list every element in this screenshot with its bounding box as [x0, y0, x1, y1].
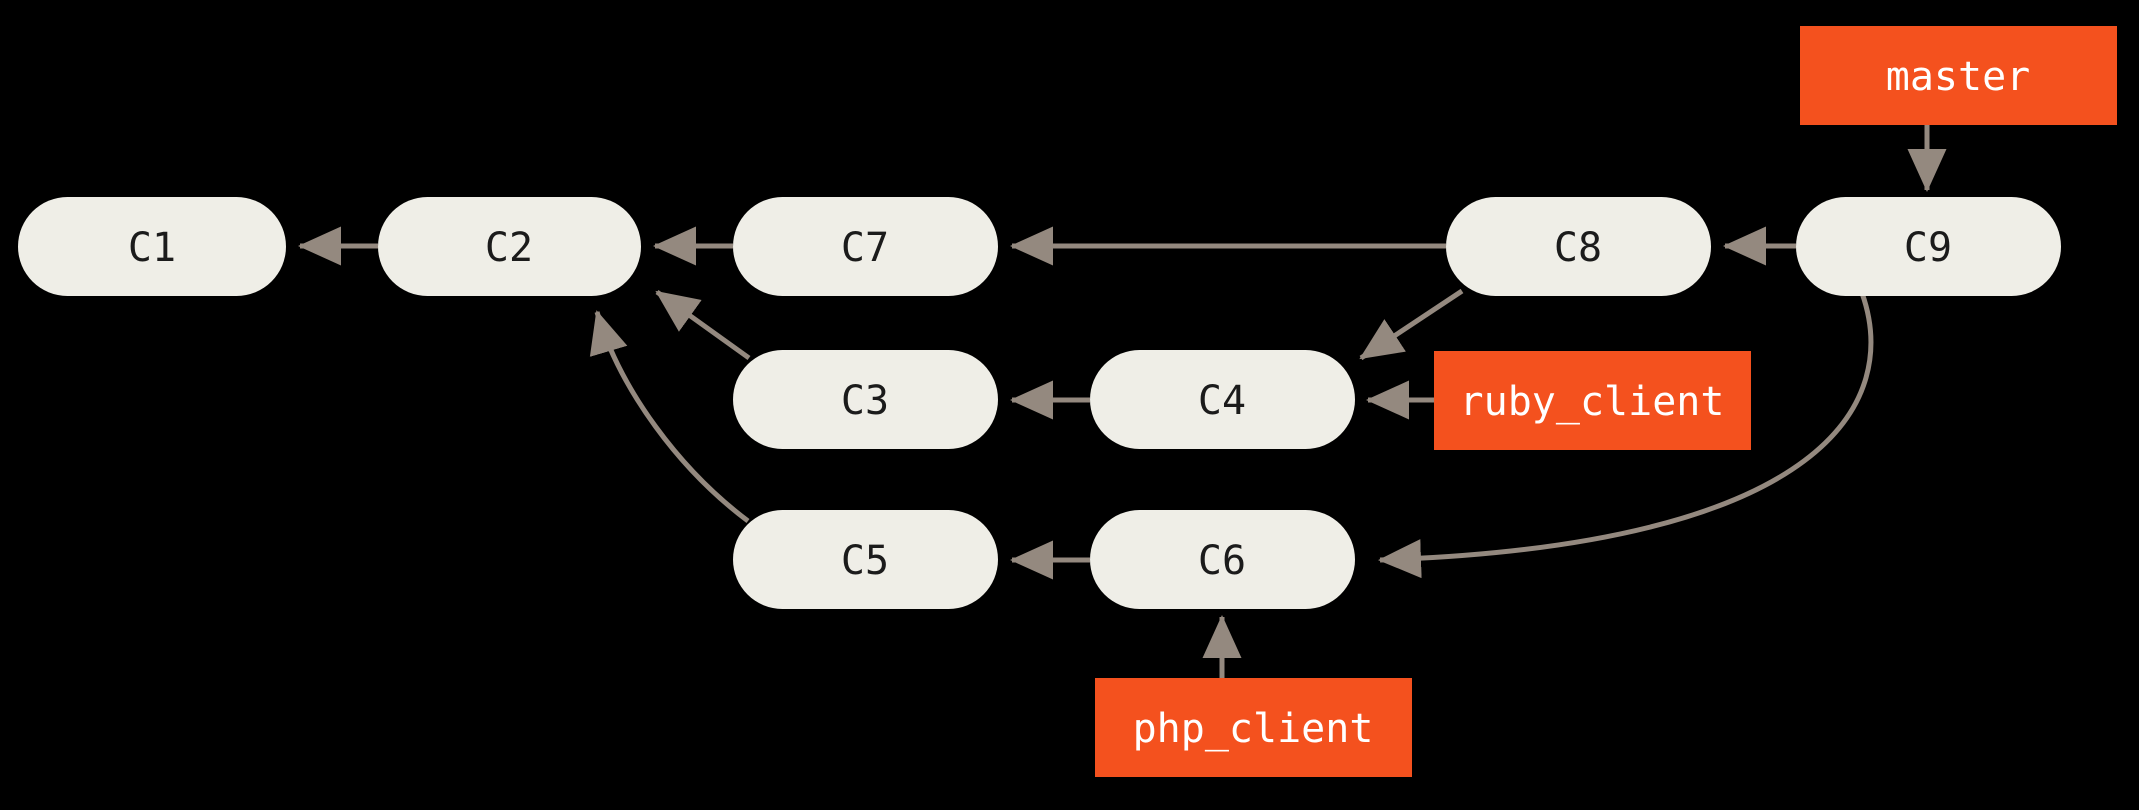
commit-shape-c6	[1090, 510, 1355, 609]
commit-shape-c7	[733, 197, 998, 296]
commit-node-c7[interactable]: C7	[733, 197, 998, 296]
commit-shape-c9	[1796, 197, 2061, 296]
commit-label-c5: C5	[841, 538, 889, 584]
commit-label-c8: C8	[1554, 225, 1602, 271]
commit-node-c8[interactable]: C8	[1446, 197, 1711, 296]
ref-label-master: master	[1886, 54, 2031, 100]
commit-label-c2: C2	[485, 225, 533, 271]
ref-node-ruby-client[interactable]: ruby_client	[1434, 351, 1751, 450]
commit-label-c7: C7	[841, 225, 889, 271]
commit-label-c4: C4	[1198, 378, 1246, 424]
ref-shape-ruby-client	[1434, 351, 1751, 450]
edge-c3-to-c2	[655, 289, 751, 361]
ref-node-master[interactable]: master	[1800, 26, 2117, 125]
commit-shape-c3	[733, 350, 998, 449]
commit-node-c1[interactable]: C1	[18, 197, 286, 296]
commit-shape-c1	[18, 197, 286, 296]
edge-layer	[297, 125, 1947, 678]
edge-c8-to-c4	[1359, 288, 1464, 361]
commit-node-layer: C1 C2 C7 C8 C9 C3	[18, 197, 2061, 609]
edge-c9-to-c6	[1378, 292, 1874, 579]
ref-shape-php-client	[1095, 678, 1412, 777]
commit-shape-c2	[378, 197, 641, 296]
commit-node-c4[interactable]: C4	[1090, 350, 1355, 449]
commit-label-c9: C9	[1904, 225, 1952, 271]
ref-label-ruby-client: ruby_client	[1460, 379, 1725, 425]
commit-node-c5[interactable]: C5	[733, 510, 998, 609]
ref-shape-master	[1800, 26, 2117, 125]
commit-node-c2[interactable]: C2	[378, 197, 641, 296]
commit-label-c1: C1	[128, 225, 176, 271]
ref-label-layer: master ruby_client php_client	[1095, 26, 2117, 777]
commit-label-c6: C6	[1198, 538, 1246, 584]
commit-shape-c5	[733, 510, 998, 609]
commit-node-c9[interactable]: C9	[1796, 197, 2061, 296]
commit-shape-c4	[1090, 350, 1355, 449]
edge-c5-to-c2	[589, 310, 750, 523]
commit-node-c6[interactable]: C6	[1090, 510, 1355, 609]
ref-label-php-client: php_client	[1133, 706, 1374, 752]
commit-label-c3: C3	[841, 378, 889, 424]
commit-node-c3[interactable]: C3	[733, 350, 998, 449]
commit-shape-c8	[1446, 197, 1711, 296]
ref-node-php-client[interactable]: php_client	[1095, 678, 1412, 777]
